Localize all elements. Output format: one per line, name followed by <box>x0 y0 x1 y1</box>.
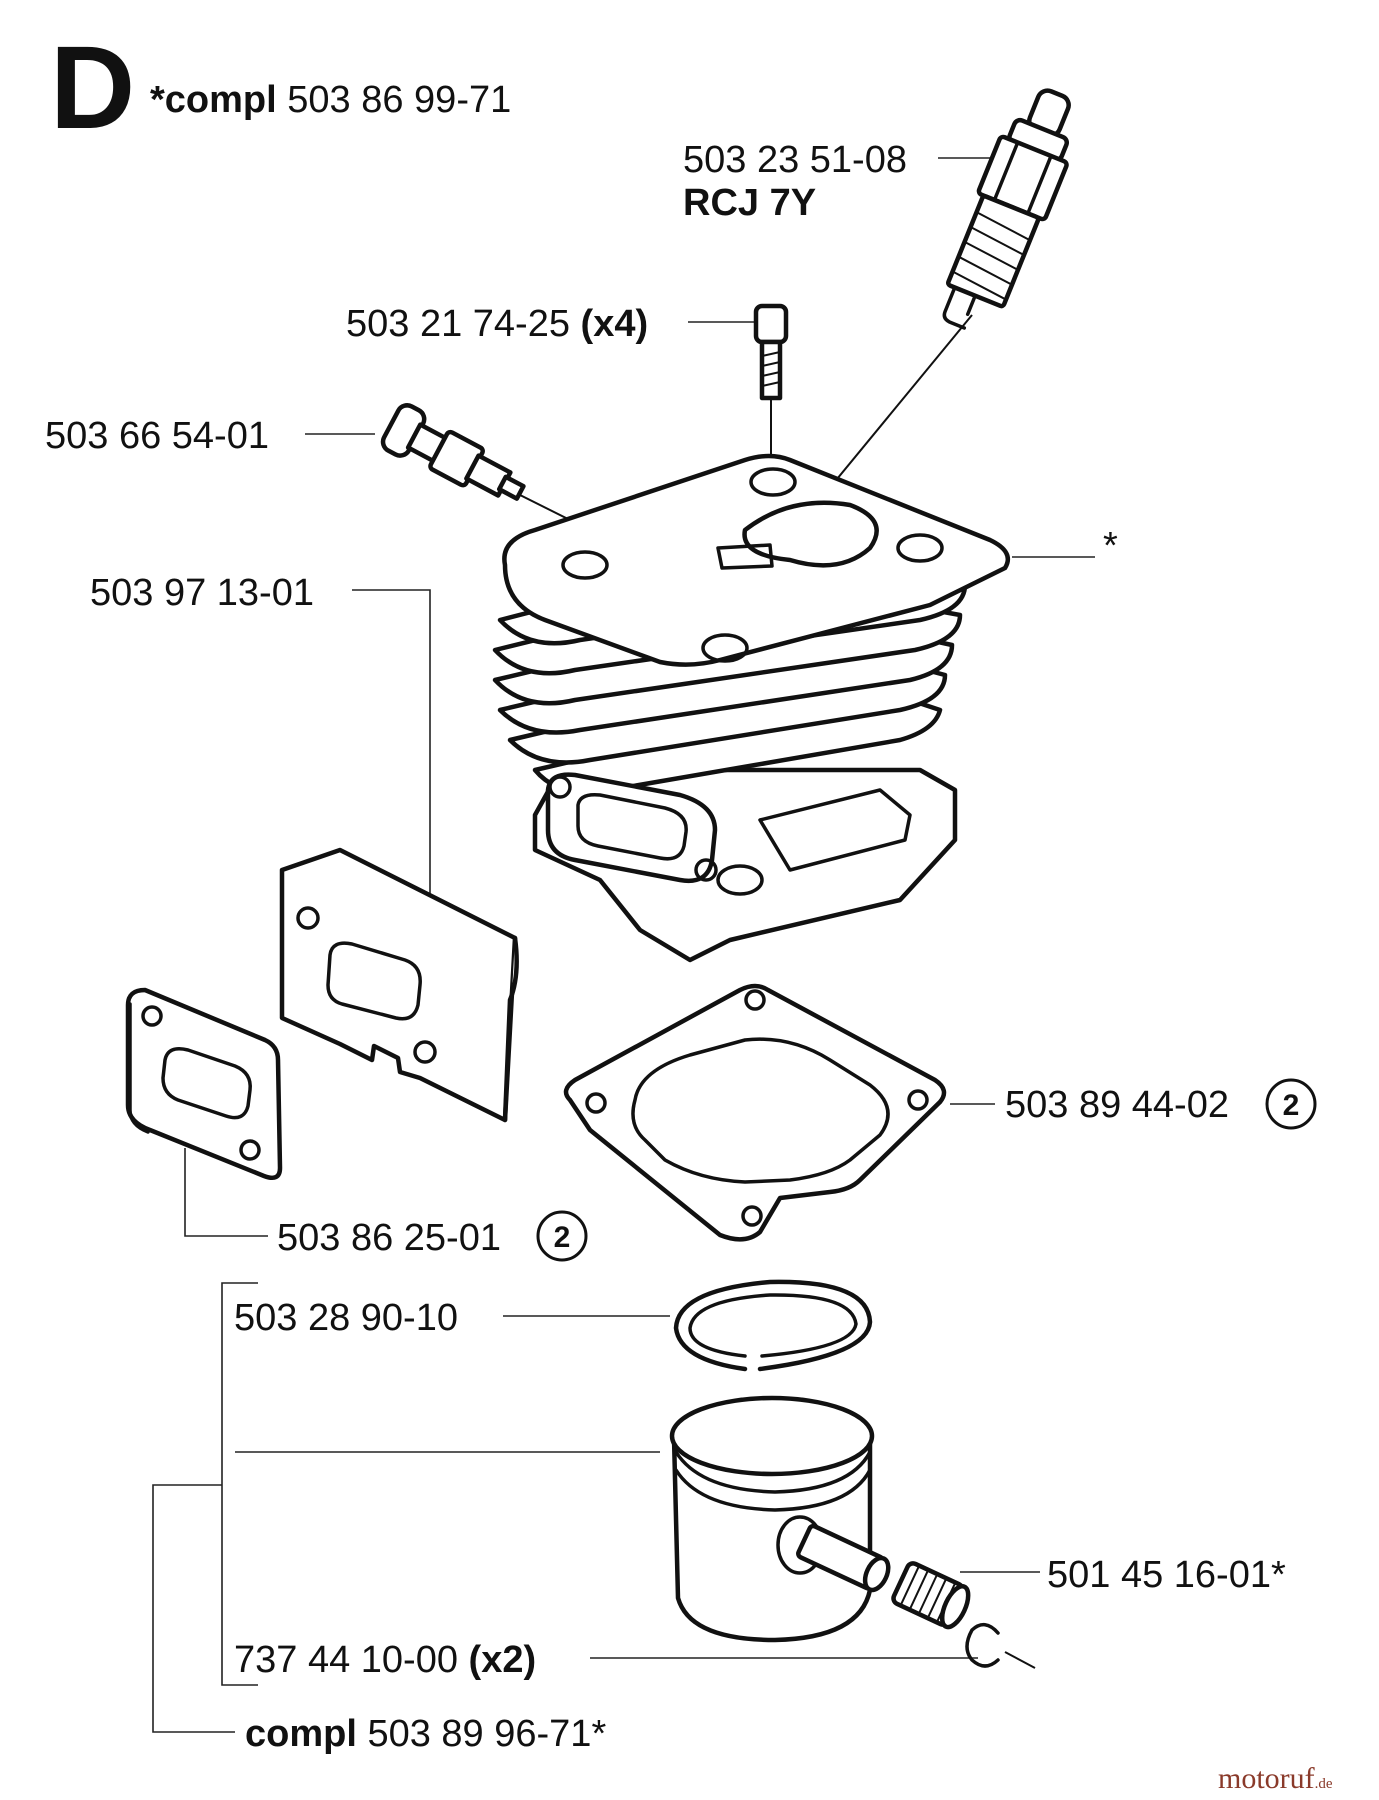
transfer-window <box>758 788 912 872</box>
piston-crown <box>669 1395 875 1477</box>
exhaust-port <box>576 792 688 861</box>
heat-shield-plate <box>279 847 518 1123</box>
section-letter: D <box>50 22 135 154</box>
screw-drawing <box>753 303 789 462</box>
cylinder-marker: * <box>1103 525 1118 567</box>
piston-ring-part-number: 503 28 90-10 <box>234 1297 458 1339</box>
circlip-drawing <box>965 1623 1036 1669</box>
decomp-valve-drawing <box>380 403 571 521</box>
muffler-gasket-badge-circle <box>536 1210 588 1262</box>
header-part-number: 503 86 99-71 <box>287 79 511 121</box>
bracket-piston-group <box>221 1282 258 1686</box>
spark-plug-boss <box>742 500 879 568</box>
screw-label: 503 21 74-25 (x4) <box>346 303 648 345</box>
piston-ring-drawing <box>673 1279 873 1372</box>
piston-drawing <box>669 1395 891 1643</box>
muffler-gasket-port <box>161 1047 252 1120</box>
circlip <box>965 1623 1000 1668</box>
head-bolt-hole <box>561 550 609 580</box>
watermark-tld: .de <box>1315 1776 1333 1792</box>
screw-part-number: 503 21 74-25 <box>346 303 570 345</box>
piston-ring-inner <box>688 1293 858 1358</box>
muffler-gasket-drawing <box>125 987 283 1180</box>
plate-drawing <box>279 847 519 1123</box>
valve-axis <box>519 494 571 521</box>
spark-plug-code: RCJ 7Y <box>683 182 816 224</box>
cylinder-gasket-bore <box>631 1037 890 1184</box>
muffler-gasket-badge: 2 <box>554 1221 571 1254</box>
piston-kit-part-number: 503 89 96-71* <box>367 1713 606 1755</box>
cylinder-gasket-badge: 2 <box>1283 1089 1300 1122</box>
head-bolt-hole <box>701 633 749 663</box>
circlip-qty: (x2) <box>469 1639 537 1681</box>
spark-plug-drawing <box>771 88 1071 559</box>
decomp-valve-part-number: 503 66 54-01 <box>45 415 269 457</box>
piston-kit-compl-prefix: compl <box>245 1713 357 1755</box>
bracket-piston-kit <box>152 1484 235 1733</box>
watermark: motoruf.de <box>1218 1762 1333 1795</box>
plate-part-number: 503 97 13-01 <box>90 572 314 614</box>
screw-qty: (x4) <box>581 303 649 345</box>
spark-plug-electrode <box>942 285 977 330</box>
needle-bearing-part-number: 501 45 16-01* <box>1047 1554 1286 1596</box>
cylinder-gasket-badge-circle <box>1265 1078 1317 1130</box>
cylinder-drawing <box>492 453 1011 963</box>
watermark-brand: motoruf <box>1218 1762 1315 1795</box>
screw-shank <box>759 339 783 401</box>
circlip-part-number: 737 44 10-00 <box>234 1639 458 1681</box>
needle-bearing-drawing <box>891 1561 971 1630</box>
leader-muffler-gasket <box>184 1148 268 1237</box>
muffler-gasket-part-number: 503 86 25-01 <box>277 1217 501 1259</box>
header-compl-prefix: *compl <box>150 79 277 121</box>
cylinder-gasket-body <box>563 983 947 1242</box>
decomp-boss <box>716 543 774 570</box>
spark-plug-thread <box>946 194 1041 309</box>
leader-lines <box>152 157 1095 1733</box>
plate-port <box>326 941 422 1021</box>
screw-head <box>753 303 789 345</box>
circlip-label: 737 44 10-00 (x2) <box>234 1639 536 1681</box>
piston-kit-label: compl 503 89 96-71* <box>245 1713 606 1755</box>
cylinder-head <box>502 453 1011 667</box>
cylinder-gasket-part-number: 503 89 44-02 <box>1005 1084 1229 1126</box>
header-title: *compl 503 86 99-71 <box>150 79 511 121</box>
muffler-gasket-body <box>125 987 283 1180</box>
leader-plate <box>352 589 431 940</box>
cylinder-gasket-drawing <box>563 983 947 1242</box>
head-bolt-hole <box>896 533 944 563</box>
spark-plug-part-number: 503 23 51-08 <box>683 139 907 181</box>
head-bolt-hole <box>749 467 797 497</box>
